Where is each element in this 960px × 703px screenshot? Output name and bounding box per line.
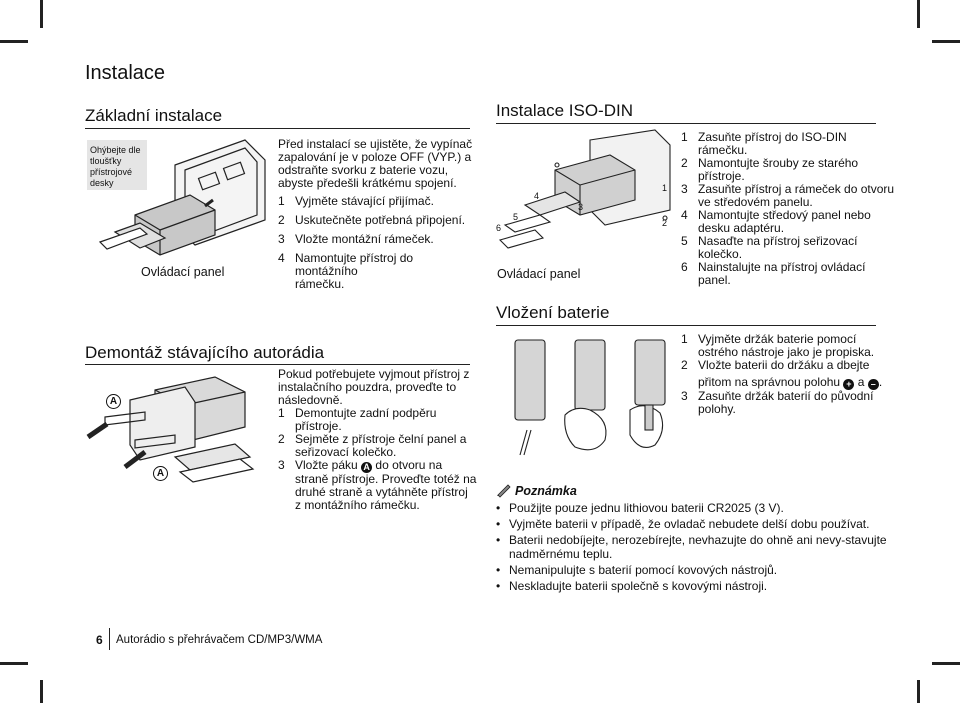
battery-figure: [514, 339, 666, 456]
iso-panel-label: Ovládací panel: [497, 267, 581, 281]
lever-tag-a: A: [153, 466, 168, 481]
heading-rule: [496, 325, 876, 326]
crop-mark: [932, 40, 960, 43]
bend-callout-box: [87, 140, 147, 190]
crop-mark: [932, 662, 960, 665]
note-bullet: •Nemanipulujte s baterií pomocí kovových…: [496, 563, 778, 577]
basic-heading: Základní instalace: [85, 106, 223, 125]
note-bullet: •Neskladujte baterii společně s kovovými…: [496, 579, 768, 593]
crop-mark: [917, 680, 920, 703]
intro-line: zapalování je v poloze OFF (VYP.) a: [278, 150, 472, 164]
intro-line: Před instalací se ujistěte, že vypínač: [278, 137, 473, 151]
note-bullet: •Vyjměte baterii v případě, že ovladač n…: [496, 517, 870, 531]
fig-number: 4: [534, 191, 540, 201]
iso-install-figure: [498, 129, 671, 249]
fig-number: 5: [513, 212, 519, 222]
fig-number: 6: [496, 223, 502, 233]
lever-a-icon: A: [361, 462, 373, 473]
heading-rule: [496, 123, 876, 124]
note-title: Poznámka: [515, 484, 577, 498]
footer-page-number: 6: [96, 633, 103, 647]
crop-mark: [40, 680, 43, 703]
heading-rule: [85, 364, 470, 365]
battery-heading: Vložení baterie: [496, 303, 610, 322]
removal-heading: Demontáž stávajícího autorádia: [85, 343, 325, 362]
page-title: Instalace: [85, 62, 166, 84]
basic-intro: Před instalací se ujistěte, že vypínač z…: [278, 138, 478, 190]
pen-note-icon: [497, 484, 511, 498]
footer-divider: [109, 628, 110, 650]
heading-rule: [85, 128, 470, 129]
bend-callout: Ohýbejte dle tloušťky přístrojové desky: [90, 145, 141, 188]
basic-panel-label: Ovládací panel: [141, 265, 225, 279]
note-bullet: •Použijte pouze jednu lithiovou baterii …: [496, 501, 784, 515]
lever-tag-a: A: [106, 394, 121, 409]
iso-heading: Instalace ISO-DIN: [496, 101, 633, 120]
footer-text: Autorádio s přehrávačem CD/MP3/WMA: [116, 634, 323, 646]
fig-number: 3: [578, 202, 584, 212]
removal-figure: [86, 376, 255, 483]
fig-number: 1: [662, 183, 668, 193]
minus-icon: –: [867, 379, 879, 390]
intro-line: odstraňte svorku z baterie vozu,: [278, 163, 449, 177]
crop-mark: [40, 0, 43, 28]
basic-install-figure: [98, 139, 266, 256]
crop-mark: [0, 40, 28, 43]
intro-line: abyste předešli krátkému spojení.: [278, 176, 457, 190]
note-bullet: •Baterii nedobíjejte, nerozebírejte, nev…: [496, 533, 887, 561]
crop-mark: [0, 662, 28, 665]
note-list: •Použijte pouze jednu lithiovou baterii …: [496, 501, 911, 593]
fig-number: 2: [662, 218, 668, 228]
removal-text: Pokud potřebujete vyjmout přístroj z ins…: [278, 367, 477, 512]
plus-icon: +: [843, 379, 855, 390]
crop-mark: [917, 0, 920, 28]
